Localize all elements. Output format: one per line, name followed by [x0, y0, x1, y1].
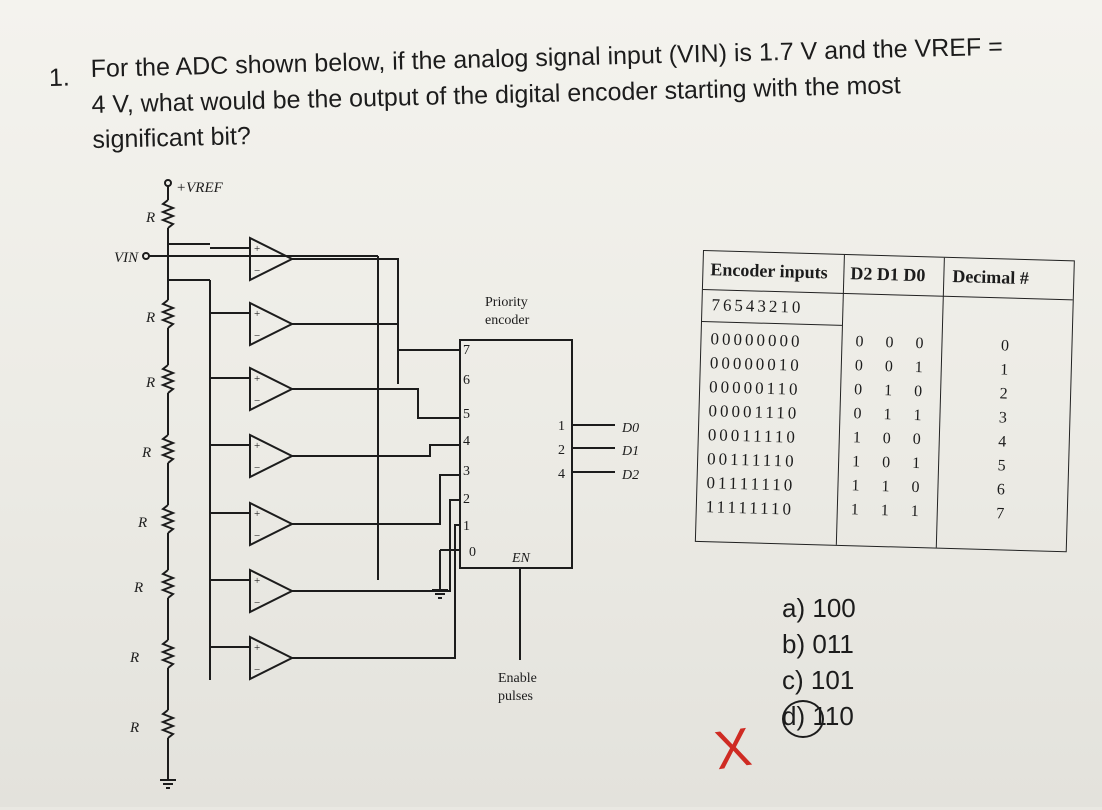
enable-pin-label: EN [511, 551, 531, 566]
encoder-input-0: 0 [469, 545, 476, 560]
comparator-minus-sign: − [254, 462, 260, 474]
choice-b[interactable]: b) 011 [782, 626, 856, 662]
table-output-cell: 0 1 1 [853, 405, 931, 425]
vref-terminal [164, 179, 172, 187]
comparator-minus-sign: − [254, 597, 260, 609]
priority-encoder-box [459, 339, 573, 569]
encoder-input-4: 4 [463, 434, 470, 449]
table-row: 00111110 [706, 449, 797, 471]
vin-label: VIN [114, 250, 139, 266]
table-decimal-cell: 3 [998, 409, 1011, 427]
enable-pulses-label-1: Enable [498, 671, 537, 686]
comparator-plus-sign: + [254, 440, 260, 452]
resistor-label-6: R [133, 580, 143, 596]
table-output-cell: 1 1 0 [851, 477, 929, 497]
encoder-input-2: 2 [463, 492, 470, 507]
comparator-plus-sign: + [254, 508, 260, 520]
question-line-3: significant bit? [92, 122, 252, 154]
encoder-truth-table: Encoder inputs D2 D1 D0 Decimal # 765432… [694, 250, 1075, 553]
table-row: 01111110 [706, 473, 796, 495]
table-row: 00000000 [710, 329, 803, 351]
selected-answer-circle [782, 700, 824, 738]
resistor-label-2: R [145, 310, 155, 326]
table-output-cell: 0 0 1 [854, 357, 933, 377]
encoder-output-2: 2 [558, 443, 565, 458]
question-number: 1. [48, 63, 71, 92]
output-d2-label: D2 [621, 468, 639, 483]
table-decimal-cell: 7 [996, 505, 1008, 523]
resistor-label-3: R [145, 375, 155, 391]
adc-circuit-diagram: +VREF VIN R R R R R R R R Priority encod… [114, 179, 639, 789]
encoder-input-7: 7 [463, 343, 470, 358]
encoder-title-2: encoder [485, 313, 530, 328]
table-header-outputs: D2 D1 D0 [850, 263, 926, 286]
comparator-plus-sign: + [254, 243, 260, 255]
choice-a[interactable]: a) 100 [782, 590, 856, 626]
choice-c[interactable]: c) 101 [782, 662, 856, 698]
choice-letter: b) [782, 629, 806, 659]
choice-letter: a) [782, 593, 806, 623]
comparator-2 [249, 568, 295, 614]
comparator-5 [249, 366, 295, 412]
resistor-label-7: R [129, 650, 139, 666]
choice-value: 101 [810, 665, 855, 695]
comparator-minus-sign: − [254, 664, 260, 676]
comparator-minus-sign: − [254, 330, 260, 342]
table-row: 11111110 [705, 497, 795, 519]
table-output-cell: 1 1 1 [850, 501, 929, 521]
table-output-cell: 1 0 0 [852, 429, 931, 449]
choice-value: 100 [812, 593, 856, 623]
comparator-plus-sign: + [254, 308, 260, 320]
table-row: 00001110 [708, 401, 800, 423]
resistor-label-1: R [145, 210, 155, 226]
table-decimal-cell: 4 [998, 433, 1010, 451]
table-subheader-bit-order: 76543210 [711, 295, 804, 317]
resistor-label-5: R [137, 515, 147, 531]
comparator-4 [249, 433, 295, 479]
choice-letter: c) [782, 665, 804, 695]
resistor-label-4: R [141, 445, 151, 461]
output-d0-label: D0 [621, 421, 639, 436]
enable-pulses-label-2: pulses [498, 689, 533, 704]
comparator-plus-sign: + [254, 373, 260, 385]
comparator-minus-sign: − [254, 265, 260, 277]
comparator-minus-sign: − [254, 530, 260, 542]
comparator-1 [249, 635, 295, 681]
table-row: 00000010 [709, 353, 803, 375]
table-decimal-cell: 6 [996, 481, 1009, 499]
comparator-3 [249, 501, 295, 547]
table-output-cell: 0 1 0 [853, 381, 932, 401]
resistor-label-8: R [129, 720, 139, 736]
encoder-input-5: 5 [463, 407, 470, 422]
table-decimal-cell: 0 [1000, 337, 1013, 355]
comparator-plus-sign: + [254, 575, 260, 587]
encoder-input-3: 3 [463, 464, 470, 479]
encoder-input-1: 1 [463, 519, 470, 534]
table-output-cell: 0 0 0 [855, 333, 933, 353]
encoder-title-1: Priority [485, 295, 528, 310]
choice-value: 011 [812, 629, 854, 659]
encoder-input-6: 6 [463, 373, 470, 388]
encoder-output-4: 4 [558, 467, 565, 482]
comparator-minus-sign: − [254, 395, 260, 407]
table-row: 00000110 [708, 377, 801, 399]
table-row: 00011110 [707, 425, 799, 447]
table-header-encoder-inputs: Encoder inputs [710, 259, 828, 283]
comparator-plus-sign: + [254, 642, 260, 654]
encoder-output-1: 1 [558, 419, 565, 434]
comparator-7 [249, 236, 295, 282]
table-decimal-cell: 1 [1000, 361, 1012, 379]
comparator-6 [249, 301, 295, 347]
vref-label: +VREF [176, 180, 224, 196]
table-decimal-cell: 5 [997, 457, 1009, 475]
table-decimal-cell: 2 [999, 385, 1011, 403]
output-d1-label: D1 [621, 444, 639, 459]
table-output-cell: 1 0 1 [851, 453, 930, 473]
resistor-top [160, 199, 176, 229]
table-header-decimal: Decimal # [952, 265, 1030, 289]
